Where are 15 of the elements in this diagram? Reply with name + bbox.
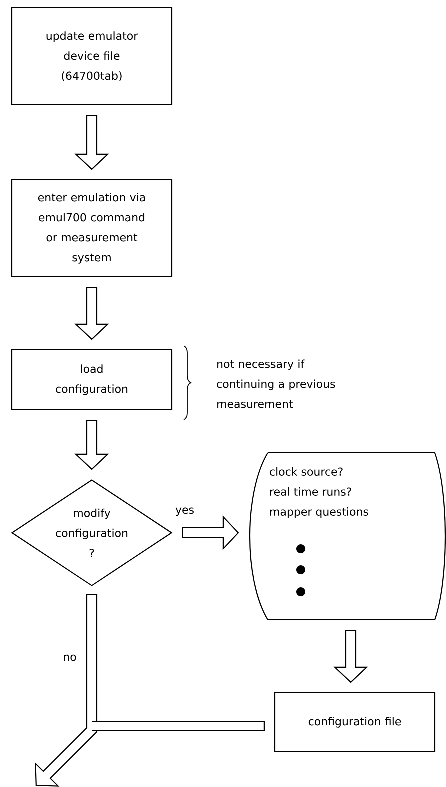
- edge-label: no: [64, 654, 76, 662]
- process-box: load configuration: [11, 349, 173, 411]
- hollow-arrow: [334, 630, 368, 684]
- hollow-arrow: [91, 721, 265, 732]
- hollow-arrow: [35, 594, 98, 787]
- hollow-arrow: [74, 115, 110, 170]
- process-box: configuration file: [274, 692, 436, 753]
- hollow-arrow: [74, 420, 110, 470]
- process-box: update emulator device file (64700tab): [11, 7, 173, 106]
- hollow-arrow: [182, 516, 240, 550]
- hollow-arrow: [74, 287, 110, 340]
- question-panel: clock source? real time runs? mapper questions: [249, 452, 446, 621]
- note-text: not necessary if continuing a previous measurement: [217, 360, 336, 408]
- edge-label: yes: [176, 508, 194, 516]
- process-box: enter emulation via emul700 command or measurement system: [11, 179, 173, 278]
